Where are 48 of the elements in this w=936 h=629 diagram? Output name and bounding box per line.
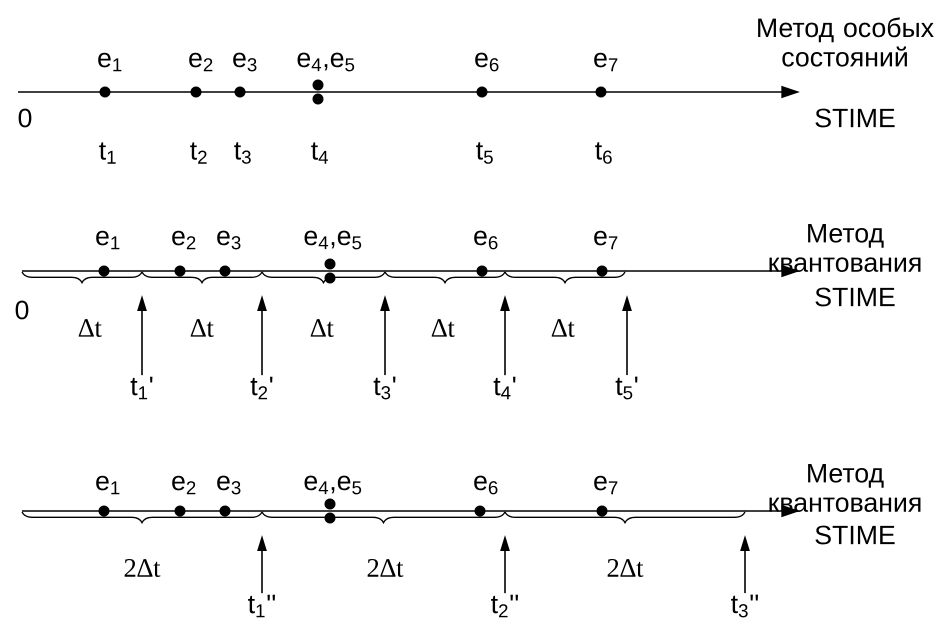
interval-label: ∆t <box>190 319 214 337</box>
interval-label: 2∆t <box>608 559 644 577</box>
method-label: Метод квантования <box>770 464 920 512</box>
method-label: Метод квантования <box>770 224 920 272</box>
event-label: e$_{1}$ <box>96 230 120 250</box>
event-label: e$_{6}$ <box>474 476 498 494</box>
axis-label: 0 <box>18 108 32 128</box>
tick-label: t$_{2}$' <box>250 376 272 400</box>
event-label: e$_{3}$ <box>233 52 256 72</box>
event-label: e$_{7}$ <box>594 476 618 494</box>
interval-label: ∆t <box>78 319 102 337</box>
event-label: e$_{1}$ <box>96 476 120 494</box>
interval-label: ∆t <box>552 319 575 337</box>
tick-label: t$_{1}$'' <box>248 594 275 618</box>
interval-label: 2∆t <box>368 559 404 577</box>
tick-label: t$_{4}$ <box>311 142 328 164</box>
event-label: e$_{7}$ <box>594 230 618 250</box>
interval-label: ∆t <box>432 319 455 337</box>
event-label: e$_{7}$ <box>594 52 618 72</box>
event-label: e$_{2}$ <box>189 52 212 72</box>
event-label: e$_{6}$ <box>475 52 498 72</box>
tick-label: t$_{4}$' <box>494 376 516 400</box>
interval-label: ∆t <box>310 319 334 337</box>
tick-label: t$_{3}$'' <box>731 594 758 618</box>
tick-label: t$_{1}$' <box>130 376 152 400</box>
event-label: e$_{2}$ <box>172 476 196 494</box>
tick-label: t$_{2}$ <box>190 142 207 164</box>
tick-label: t$_{6}$ <box>595 142 612 164</box>
tick-label: t$_{3}$ <box>234 142 251 164</box>
event-label: e$_{4}$,e$_{5}$ <box>304 476 362 494</box>
event-label: e$_{6}$ <box>474 230 498 250</box>
event-label: e$_{3}$ <box>217 230 240 250</box>
event-label: e$_{3}$ <box>217 476 240 494</box>
tick-label: t$_{3}$' <box>374 376 396 400</box>
method-label: Метод особых состояний <box>758 17 934 67</box>
tick-label: t$_{2}$'' <box>491 594 518 618</box>
tick-label: t$_{5}$' <box>616 376 638 400</box>
axis-label: STIME <box>815 526 895 544</box>
interval-label: 2∆t <box>124 559 160 577</box>
axis-label: STIME <box>815 288 895 306</box>
event-label: e$_{1}$ <box>98 52 122 72</box>
event-label: e$_{2}$ <box>172 230 196 250</box>
tick-label: t$_{5}$ <box>476 142 493 164</box>
axis-label: STIME <box>815 108 895 128</box>
event-label: e$_{4}$,e$_{5}$ <box>298 52 354 72</box>
event-label: e$_{4}$,e$_{5}$ <box>304 230 362 250</box>
axis-label: 0 <box>16 300 28 320</box>
tick-label: t$_{1}$ <box>99 142 116 164</box>
